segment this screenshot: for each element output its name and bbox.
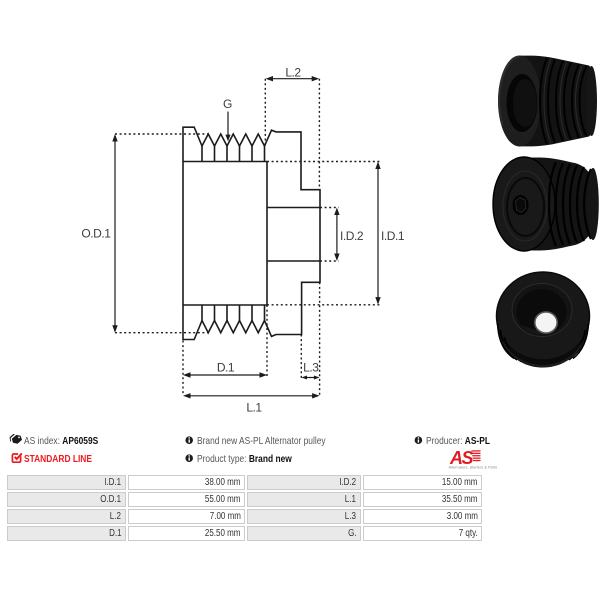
svg-text:G: G — [223, 97, 232, 111]
svg-text:AS: AS — [449, 448, 473, 468]
svg-text:L.1: L.1 — [246, 401, 262, 415]
svg-text:I.D.2: I.D.2 — [340, 229, 364, 243]
svg-text:D.1: D.1 — [217, 360, 235, 374]
svg-text:I.D.1: I.D.1 — [381, 229, 405, 243]
svg-text:L.2: L.2 — [285, 66, 301, 80]
svg-text:Alternators, Starters & Parts: Alternators, Starters & Parts — [449, 465, 498, 469]
svg-text:L.3: L.3 — [303, 360, 319, 374]
svg-text:O.D.1: O.D.1 — [81, 227, 111, 241]
